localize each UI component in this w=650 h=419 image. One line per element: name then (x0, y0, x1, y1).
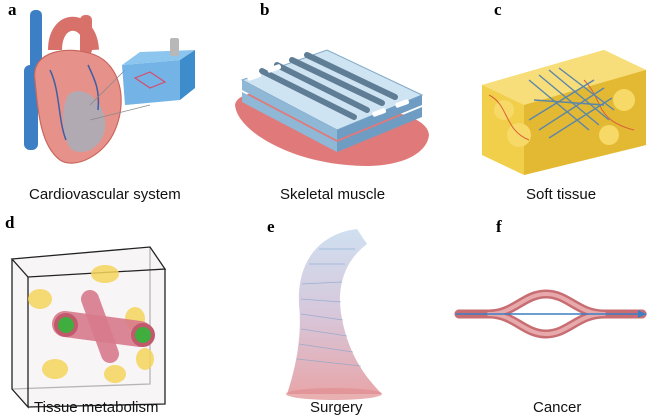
panel-letter-e: e (267, 217, 275, 236)
panel-e: e Surgery (217, 209, 433, 418)
panel-b: b Skeletal muscle (217, 0, 433, 209)
vessel-in-cube-illustration (10, 246, 167, 409)
panel-caption-c: Soft tissue (526, 186, 597, 203)
panel-a: a Cardiovascular system (0, 0, 216, 209)
heart-with-chip-illustration (24, 10, 195, 164)
muscle-scaffold-illustration (235, 49, 429, 166)
panel-caption-e: Surgery (310, 399, 363, 416)
curved-tube-illustration (286, 229, 382, 400)
panel-caption-a: Cardiovascular system (29, 186, 181, 203)
panel-c: c Soft tissue (434, 0, 650, 209)
fat-tissue-block-illustration (482, 50, 646, 175)
panel-letter-d: d (5, 213, 15, 232)
panel-letter-f: f (496, 217, 502, 236)
branching-vessel-illustration (454, 289, 647, 339)
panel-letter-c: c (494, 0, 502, 19)
panel-f: f Cancer (434, 209, 650, 418)
panel-d: d Tissue metabolism (0, 209, 216, 418)
panel-caption-b: Skeletal muscle (280, 186, 386, 203)
panel-letter-a: a (8, 0, 17, 19)
panel-letter-b: b (260, 0, 270, 19)
panel-caption-f: Cancer (533, 399, 582, 416)
panel-caption-d: Tissue metabolism (34, 399, 159, 416)
